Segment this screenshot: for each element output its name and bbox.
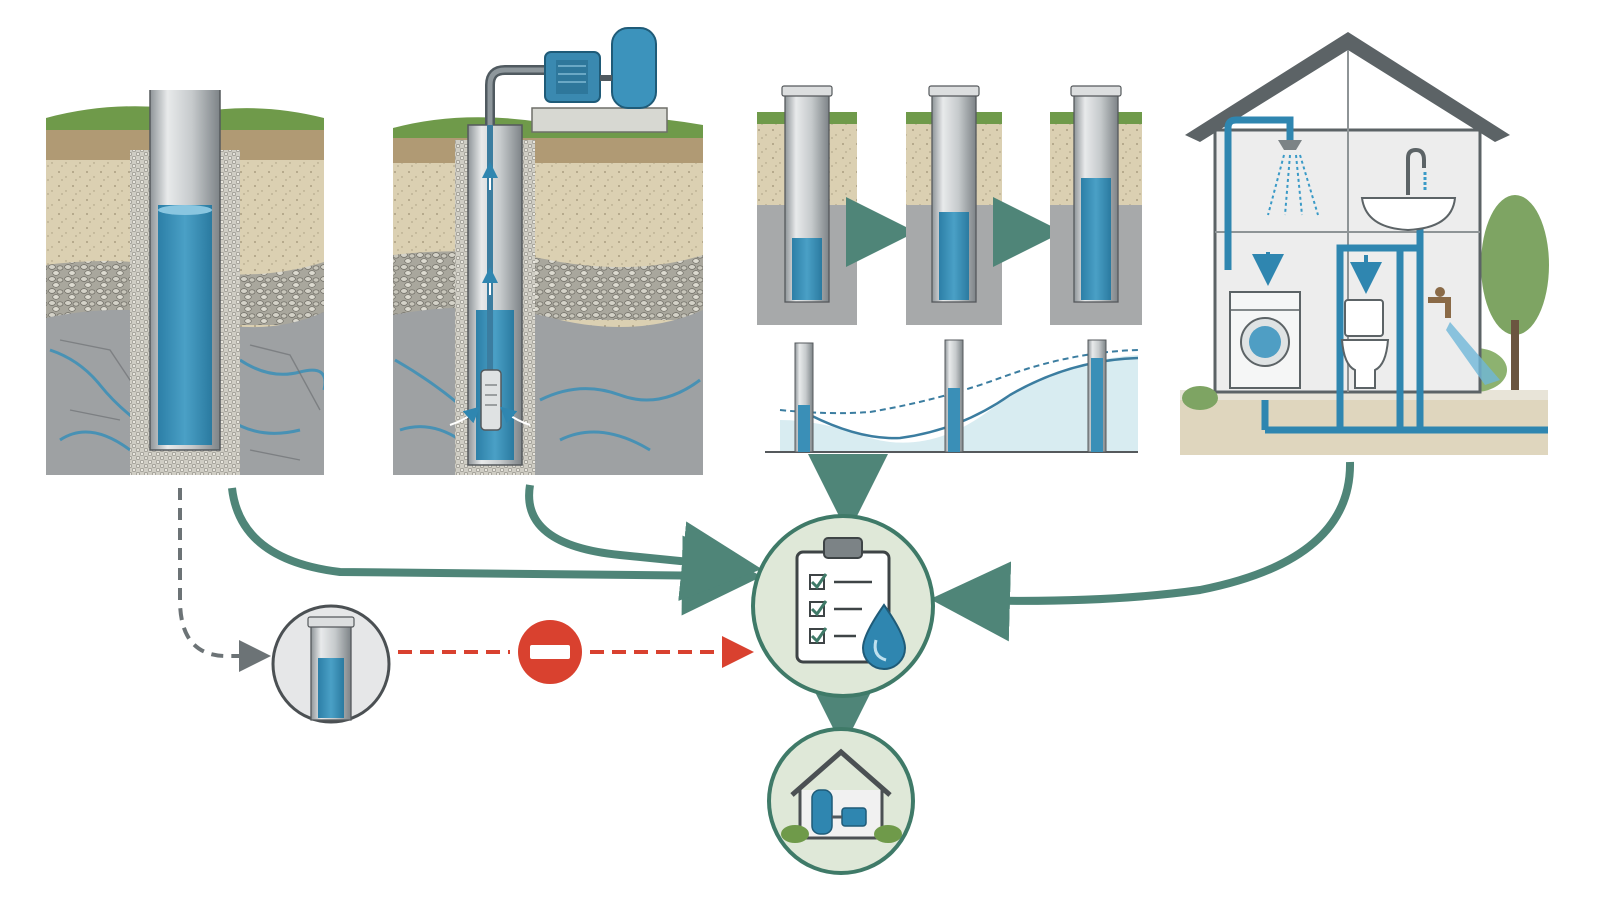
panel-well-pumping xyxy=(393,27,703,475)
no-entry-icon xyxy=(518,620,582,684)
water-table-profile xyxy=(765,339,1139,453)
recovery-step-2 xyxy=(906,85,1002,325)
clipboard-checklist-water-drop-icon xyxy=(795,537,907,670)
flow-arrows xyxy=(178,454,1355,748)
node-assessment xyxy=(751,514,935,698)
panel-household-use xyxy=(1180,32,1549,455)
recovery-step-1 xyxy=(757,85,857,325)
panel-well-static xyxy=(46,90,324,475)
node-pump-house xyxy=(767,727,915,875)
flow-arrow-household xyxy=(930,461,1355,642)
panel-water-level-recovery xyxy=(757,85,1142,453)
dashed-arrow-to-level-only xyxy=(178,488,271,672)
recovery-step-3 xyxy=(1050,85,1142,325)
flow-arrow-well-pumping xyxy=(525,484,762,602)
flow-arrow-well-static xyxy=(228,487,762,616)
node-level-only xyxy=(271,604,391,724)
pump-house-icon xyxy=(781,748,902,843)
